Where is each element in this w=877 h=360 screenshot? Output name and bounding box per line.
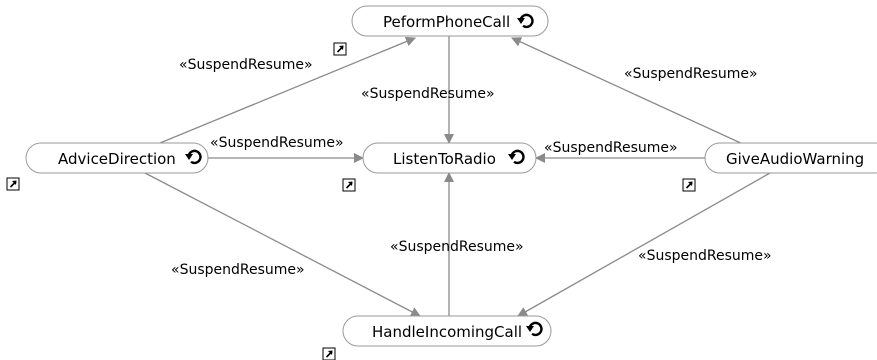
edge-label-advice-to-handle: «SuspendResume» [171, 262, 305, 278]
edges [144, 36, 771, 317]
edge-label-perform-to-listen: «SuspendResume» [361, 86, 495, 102]
node-perform-phone-call[interactable]: PeformPhoneCall [351, 5, 549, 37]
edge-label-handle-to-listen: «SuspendResume» [390, 239, 524, 255]
shortcut-arrow-icon[interactable] [322, 347, 336, 360]
node-label-listen-to-radio: ListenToRadio [393, 150, 496, 168]
node-label-handle-incoming-call: HandleIncomingCall [372, 323, 522, 341]
edge-labels: «SuspendResume» «SuspendResume» «Suspend… [171, 57, 772, 278]
shortcut-arrow-icon[interactable] [342, 178, 356, 192]
edge-label-give-to-listen: «SuspendResume» [544, 140, 678, 156]
node-listen-to-radio[interactable]: ListenToRadio [362, 142, 537, 174]
edge-advice-to-handle[interactable] [144, 172, 421, 317]
edge-advice-to-perform[interactable] [159, 36, 416, 144]
shortcut-arrow-icon[interactable] [682, 178, 696, 192]
edge-give-to-perform[interactable] [511, 37, 746, 146]
node-label-advice-direction: AdviceDirection [58, 150, 176, 168]
node-label-perform-phone-call: PeformPhoneCall [383, 13, 510, 31]
shortcut-badges [6, 42, 696, 360]
shortcut-arrow-icon[interactable] [333, 42, 347, 56]
shortcut-arrow-icon[interactable] [6, 177, 20, 191]
node-advice-direction[interactable]: AdviceDirection [25, 142, 209, 174]
edge-label-give-to-perform: «SuspendResume» [624, 66, 758, 82]
node-give-audio-warning[interactable]: GiveAudioWarning [704, 142, 877, 174]
edge-label-advice-to-listen: «SuspendResume» [210, 135, 344, 151]
node-handle-incoming-call[interactable]: HandleIncomingCall [342, 315, 552, 347]
edge-give-to-handle[interactable] [517, 172, 771, 317]
edge-label-give-to-handle: «SuspendResume» [638, 248, 772, 264]
edge-label-advice-to-perform: «SuspendResume» [179, 57, 313, 73]
node-label-give-audio-warning: GiveAudioWarning [726, 150, 864, 168]
